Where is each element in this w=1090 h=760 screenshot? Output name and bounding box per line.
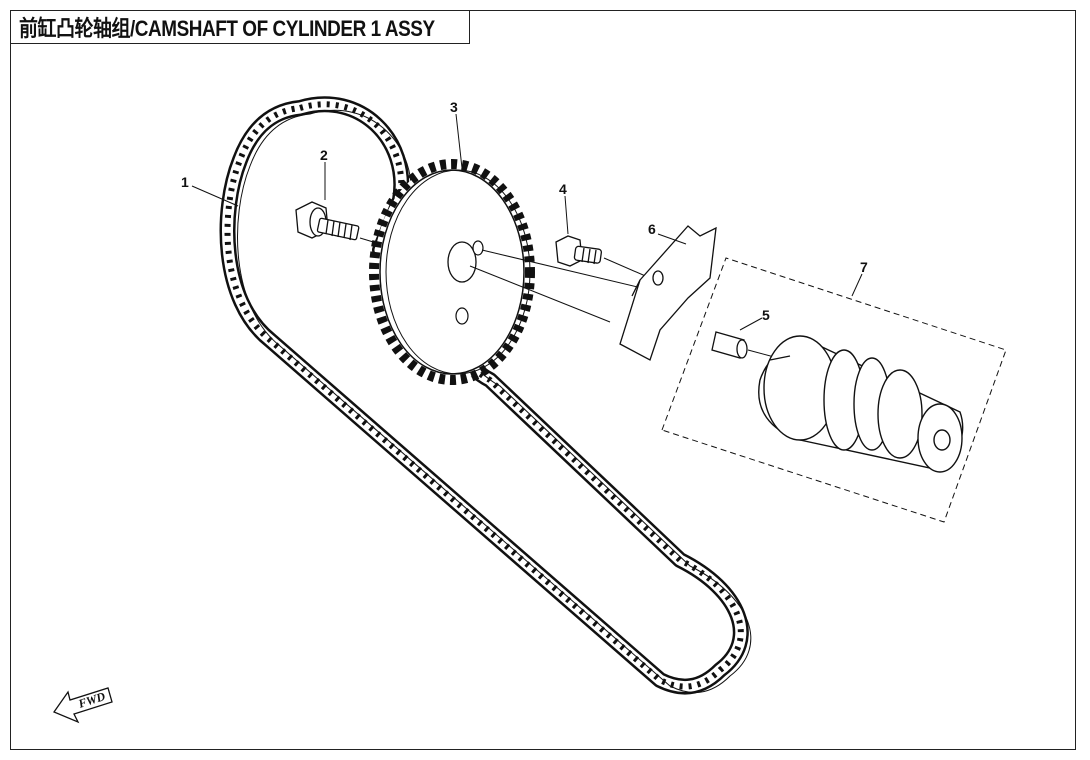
cam-sprocket <box>369 159 651 385</box>
callout-labels: 1 2 3 4 5 6 7 <box>181 99 868 323</box>
page-title: 前缸凸轮轴组/CAMSHAFT OF CYLINDER 1 ASSY <box>19 16 435 41</box>
dowel-pin <box>711 331 779 359</box>
small-bolt <box>555 235 651 279</box>
callout-1: 1 <box>181 174 189 190</box>
fwd-arrow: FWD <box>53 687 113 724</box>
leader-lines <box>191 113 863 331</box>
sprocket-bolt <box>295 201 381 245</box>
callout-2: 2 <box>320 147 328 163</box>
callout-7: 7 <box>860 259 868 275</box>
callout-6: 6 <box>648 221 656 237</box>
callout-3: 3 <box>450 99 458 115</box>
lock-plate <box>619 225 717 361</box>
drawing-frame <box>10 10 1076 750</box>
camshaft-assy <box>661 257 1007 523</box>
camshaft <box>758 335 964 473</box>
callout-5: 5 <box>762 307 770 323</box>
callout-4: 4 <box>559 181 567 197</box>
title-box: 前缸凸轮轴组/CAMSHAFT OF CYLINDER 1 ASSY <box>10 10 470 44</box>
